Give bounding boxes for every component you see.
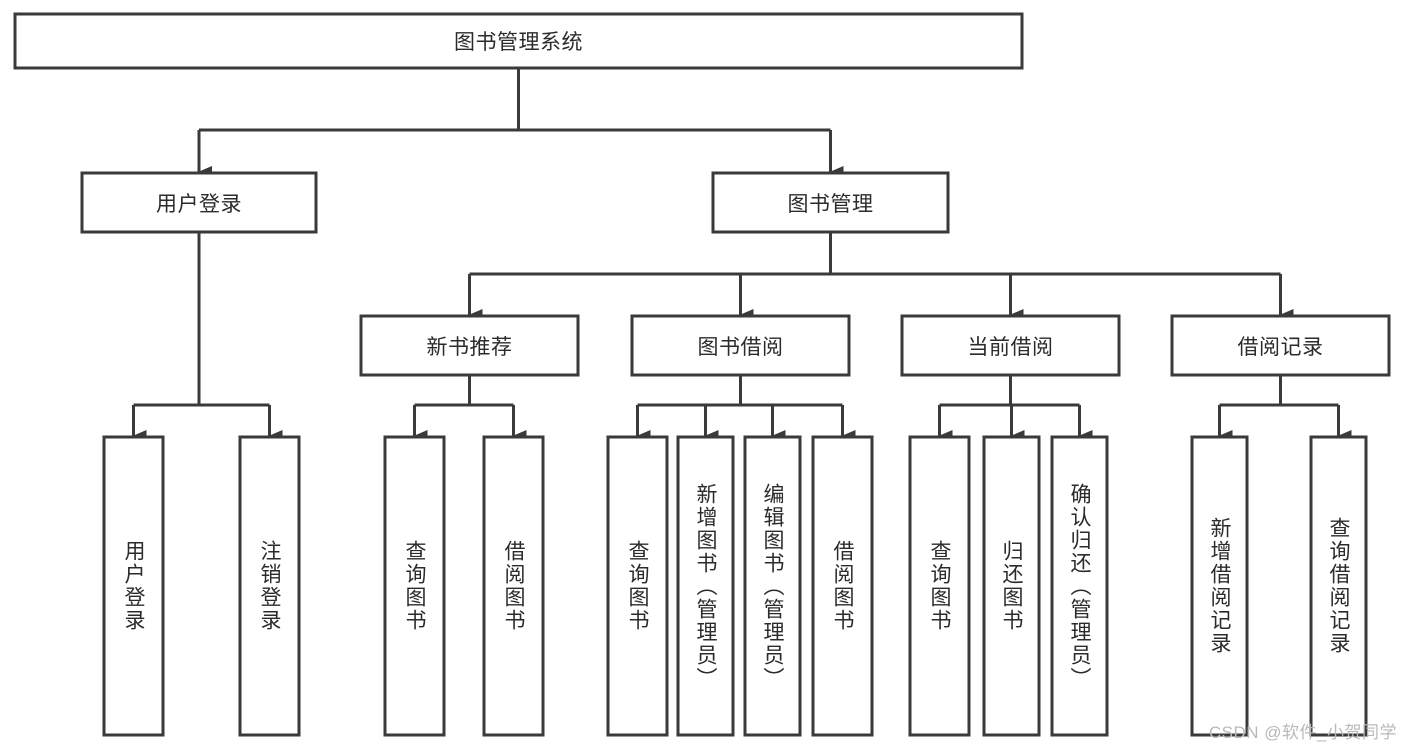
- node-box-leaf-query-book-2[interactable]: [606, 435, 669, 737]
- watermark-text: CSDN @软件_小贺同学: [1208, 723, 1397, 742]
- node-box-leaf-borrow-book-2[interactable]: [811, 435, 874, 737]
- node-box-user-login[interactable]: [80, 171, 318, 234]
- node-box-leaf-user-login[interactable]: [102, 435, 165, 737]
- boxes-layer: [13, 12, 1391, 737]
- node-box-borrow-record[interactable]: [1170, 314, 1391, 377]
- node-box-leaf-edit-book-admin[interactable]: [743, 435, 802, 737]
- node-box-leaf-confirm-return-admin[interactable]: [1050, 435, 1109, 737]
- node-box-leaf-borrow-book-1[interactable]: [482, 435, 545, 737]
- node-box-leaf-query-borrow-record[interactable]: [1309, 435, 1368, 737]
- node-box-leaf-logout[interactable]: [238, 435, 301, 737]
- connectors-layer: [132, 68, 1352, 442]
- node-box-leaf-add-borrow-record[interactable]: [1190, 435, 1249, 737]
- node-box-book-borrow[interactable]: [630, 314, 851, 377]
- node-box-leaf-return-book[interactable]: [982, 435, 1041, 737]
- node-box-new-book-recommend[interactable]: [359, 314, 580, 377]
- node-box-leaf-add-book-admin[interactable]: [676, 435, 735, 737]
- node-box-book-management[interactable]: [711, 171, 950, 234]
- node-box-current-borrow[interactable]: [900, 314, 1121, 377]
- node-box-root[interactable]: [13, 12, 1024, 70]
- node-box-leaf-query-book-3[interactable]: [908, 435, 971, 737]
- node-box-leaf-query-book-1[interactable]: [383, 435, 446, 737]
